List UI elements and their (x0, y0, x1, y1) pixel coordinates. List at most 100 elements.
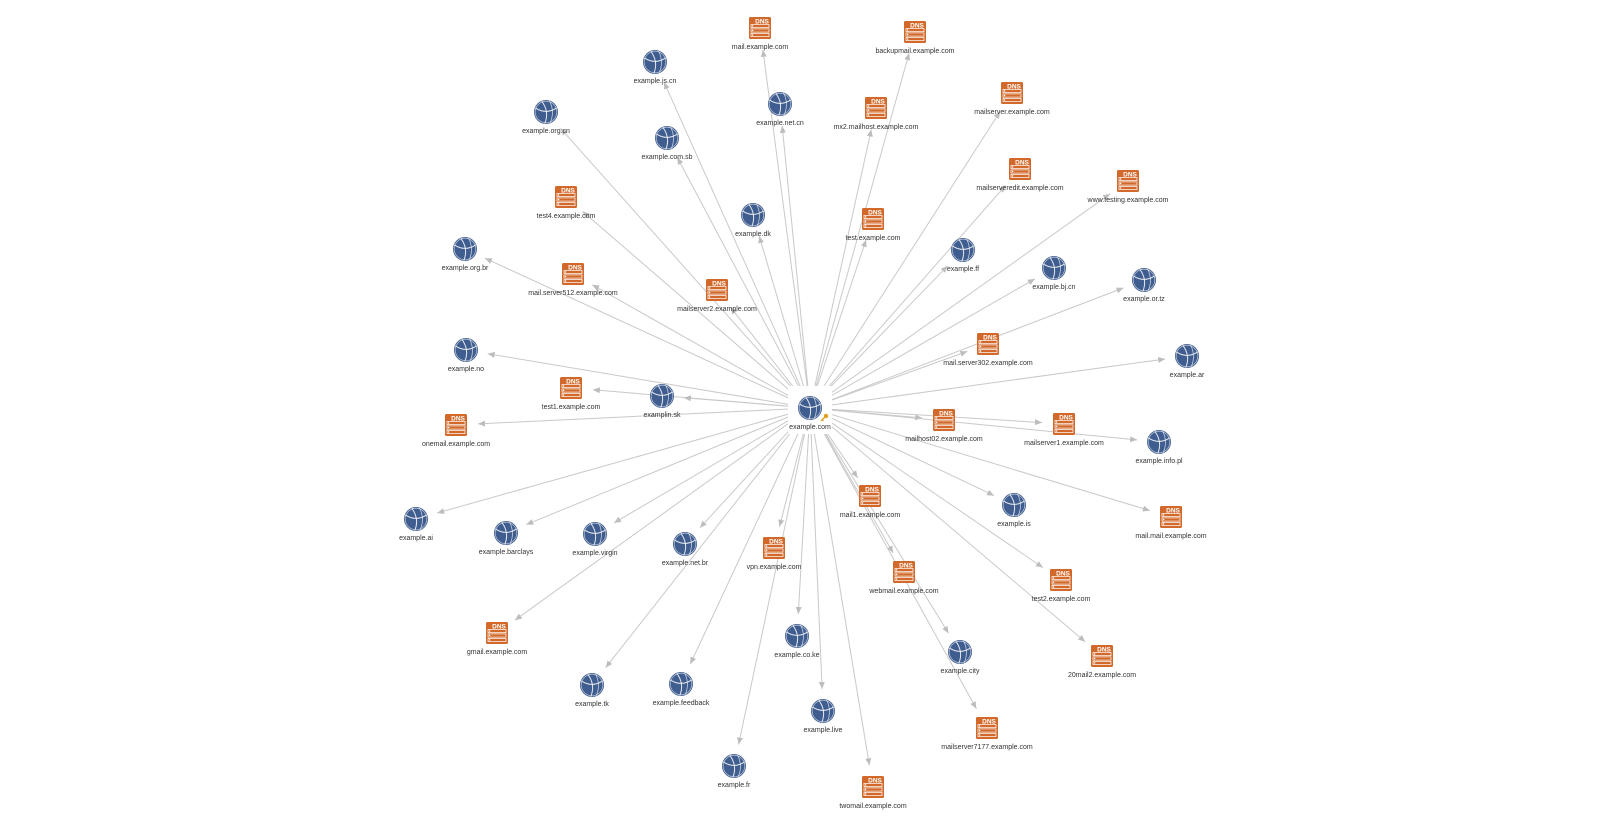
edge-backupmail-example-com (814, 53, 911, 391)
node-example-city[interactable]: example.city (941, 640, 980, 675)
node-example-ai[interactable]: example.ai (399, 507, 433, 542)
node-label: example.is (997, 521, 1031, 528)
node-example-ar[interactable]: example.ar (1170, 344, 1205, 379)
node-label: www.testing.example.com (1087, 197, 1169, 204)
node-example-net-cn[interactable]: example.net.cn (756, 92, 804, 127)
edge-mailserver-example-com (819, 111, 1001, 394)
edge-example-bj-cn (825, 278, 1036, 400)
node-mailserver7177-example-com[interactable]: DNS mailserver7177.example.com (941, 717, 1033, 751)
dns-icon-text: DNS (868, 210, 882, 217)
globe-icon (1175, 344, 1199, 368)
node-label: twomail.example.com (839, 803, 906, 810)
node-examplin-sk[interactable]: examplin.sk (644, 384, 681, 419)
node-example-net-br[interactable]: example.net.br (662, 532, 709, 567)
node-example-virgin[interactable]: example.virgin (572, 522, 618, 557)
globe-icon (798, 396, 822, 420)
node-example-js-cn[interactable]: example.js.cn (634, 50, 677, 85)
dns-icon-text: DNS (982, 719, 996, 726)
globe-icon (453, 237, 477, 261)
dns-icon-text: DNS (1056, 571, 1070, 578)
center-node-example-com[interactable]: example.com (789, 396, 831, 431)
node-label: test1.example.com (542, 404, 601, 411)
node-example-org-cn[interactable]: example.org.cn (522, 100, 570, 135)
node-label: example.virgin (572, 550, 617, 557)
node-example-or-tz[interactable]: example.or.tz (1123, 268, 1165, 303)
dns-server-icon: DNS (1009, 158, 1031, 180)
edge-mail-server302-example-com (826, 350, 968, 403)
dns-server-icon: DNS (862, 776, 884, 798)
node-label: mailserver7177.example.com (941, 744, 1033, 751)
node-example-feedback[interactable]: example.feedback (653, 672, 710, 707)
node-test-example-com[interactable]: DNS test.example.com (846, 208, 901, 242)
edge-example-ff (822, 265, 949, 396)
dns-icon-text: DNS (868, 778, 882, 785)
node-twomail-example-com[interactable]: DNS twomail.example.com (839, 776, 907, 810)
dns-server-icon: DNS (1160, 506, 1182, 528)
edge-example-or-tz (826, 287, 1124, 403)
node-example-com-sb[interactable]: example.com.sb (642, 126, 693, 161)
globe-icon (811, 699, 835, 723)
node-label: example.feedback (653, 700, 710, 707)
node-example-co-ke[interactable]: example.co.ke (774, 624, 820, 659)
node-example-ff[interactable]: example.ff (947, 238, 979, 273)
node-example-org-br[interactable]: example.org.br (442, 237, 489, 272)
node-example-bj-cn[interactable]: example.bj.cn (1032, 256, 1076, 291)
node-label: example.com (789, 424, 831, 431)
node-example-live[interactable]: example.live (804, 699, 843, 734)
node-label: mail.example.com (732, 44, 789, 51)
dns-icon-text: DNS (865, 487, 879, 494)
node-label: mail.server302.example.com (943, 360, 1033, 367)
dns-icon-text: DNS (712, 281, 726, 288)
node-example-dk[interactable]: example.dk (735, 203, 771, 238)
edge-mailserver2-example-com (730, 306, 800, 395)
dns-icon-text: DNS (451, 416, 465, 423)
dns-server-icon: DNS (859, 485, 881, 507)
edge-example-dk (758, 235, 806, 391)
node-label: example.live (804, 727, 843, 734)
node-example-fr[interactable]: example.fr (718, 754, 751, 789)
edge-example-info-pl (827, 409, 1138, 443)
edge-example-co-ke (795, 425, 810, 615)
edge-mail-server512-example-com (591, 284, 795, 400)
edge-example-org-cn (560, 128, 799, 395)
node-label: test.example.com (846, 235, 901, 242)
node-example-info-pl[interactable]: example.info.pl (1135, 430, 1183, 465)
node-example-barclays[interactable]: example.barclays (479, 521, 534, 556)
dns-server-icon: DNS (1053, 413, 1075, 435)
node-example-is[interactable]: example.is (997, 493, 1031, 528)
node-label: mailserver1.example.com (1024, 440, 1104, 447)
node-label: example.fr (718, 782, 751, 789)
edge-example-com-sb (676, 157, 803, 393)
node-example-no[interactable]: example.no (448, 338, 484, 373)
globe-icon (404, 507, 428, 531)
globe-icon (673, 532, 697, 556)
node-label: example.co.ke (774, 652, 819, 659)
node-example-tk[interactable]: example.tk (575, 673, 609, 708)
globe-icon (583, 522, 607, 546)
dns-icon-text: DNS (1097, 647, 1111, 654)
node-mailserver1-example-com[interactable]: DNS mailserver1.example.com (1024, 413, 1104, 447)
edge-example-js-cn (663, 81, 804, 392)
globe-icon (785, 624, 809, 648)
dns-icon-text: DNS (1166, 508, 1180, 515)
